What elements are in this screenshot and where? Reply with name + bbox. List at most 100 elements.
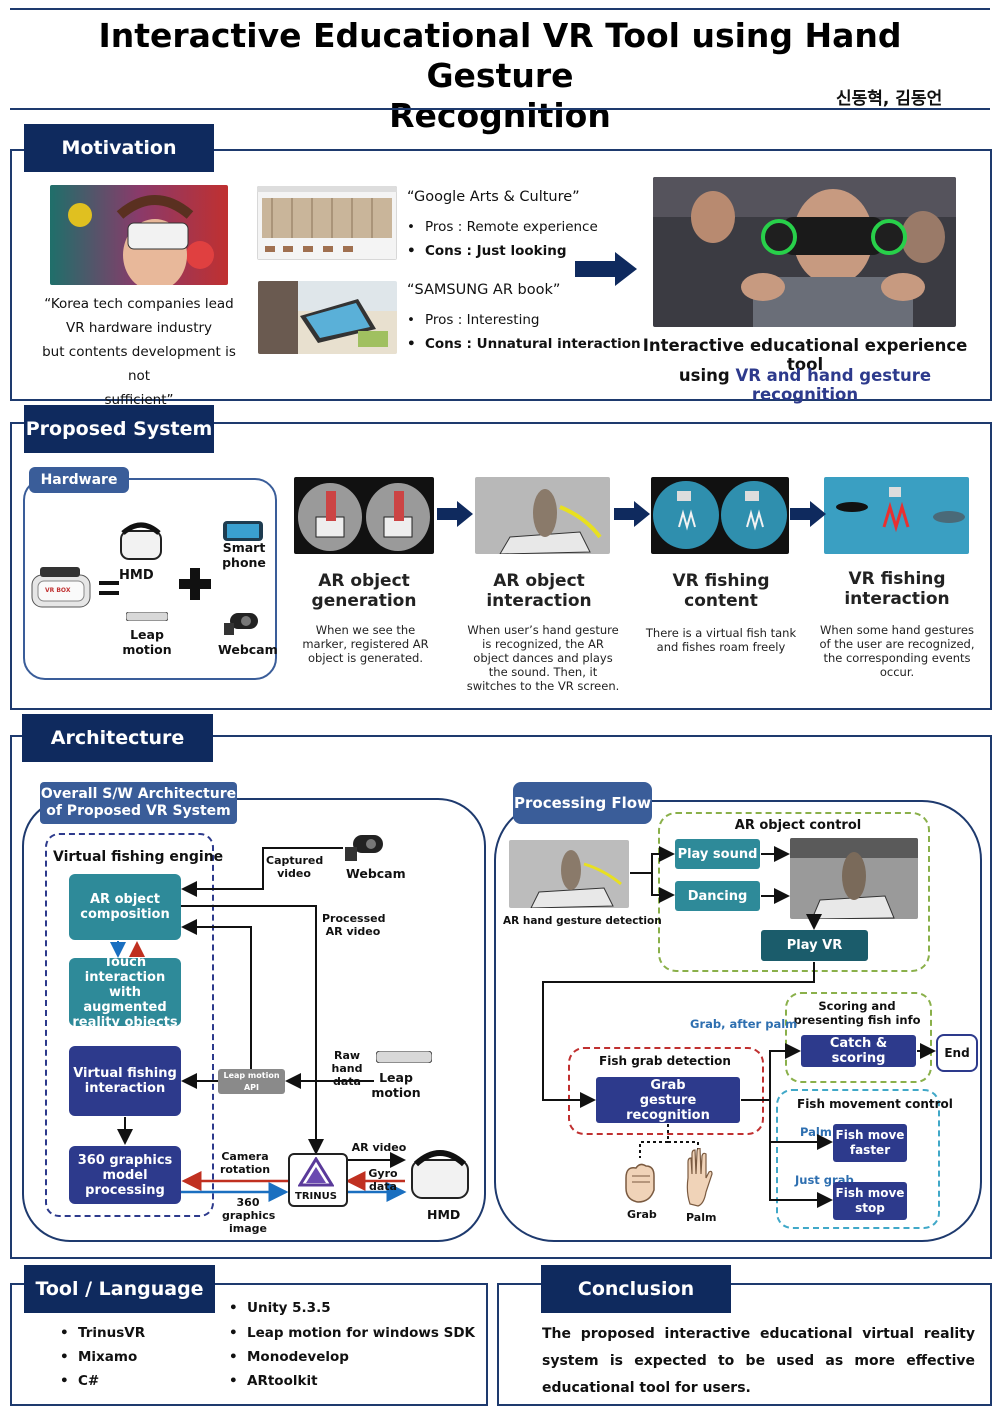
architecture-section	[10, 735, 992, 1259]
leap-motion-label: Leap motion	[122, 627, 172, 657]
tool-left-2: •C#	[60, 1373, 100, 1389]
end-box: End	[936, 1034, 978, 1072]
tool-left-1: •Mixamo	[60, 1349, 138, 1365]
tool-right-2: •Monodevelop	[229, 1349, 349, 1365]
vrbox-label: VR BOX	[45, 587, 71, 594]
samsung-cons: •Cons : Unnatural interaction	[407, 336, 641, 352]
webcam-arch-icon	[345, 835, 383, 861]
google-cons: •Cons : Just looking	[407, 243, 567, 259]
title-rule	[10, 108, 990, 110]
samsung-title: “SAMSUNG AR book”	[407, 282, 561, 298]
engine-label: Virtual fishing engine	[53, 849, 224, 865]
stage-arrow-2	[614, 501, 650, 527]
hmd-arch-label: HMD	[427, 1207, 461, 1222]
faster-box: Fish move faster	[833, 1124, 907, 1162]
equals-icon	[99, 581, 119, 595]
stage1-image	[294, 477, 434, 554]
g360-box: 360 graphics model processing	[69, 1146, 181, 1204]
stage1-desc: When we see the marker, registered AR ob…	[302, 623, 429, 665]
processing-flow-tab: Processing Flow	[513, 782, 652, 824]
tool-header: Tool / Language	[24, 1265, 215, 1313]
trinus-logo-icon	[298, 1157, 334, 1187]
hmd-arch-icon	[411, 1150, 469, 1199]
samsung-ar-book-photo	[258, 281, 397, 354]
plus-icon	[179, 568, 211, 600]
motivation-section	[10, 149, 992, 401]
top-rule	[10, 8, 990, 10]
tool-left-0: •TrinusVR	[60, 1325, 146, 1341]
proposed-section	[10, 422, 992, 710]
conclusion-header: Conclusion	[541, 1265, 731, 1313]
proposed-header: Proposed System	[24, 405, 214, 453]
stage2-image	[475, 477, 610, 554]
palm-path-label: Palm	[800, 1125, 832, 1139]
vfi-box: Virtual fishing interaction	[69, 1046, 181, 1116]
leap-motion-icon	[126, 612, 168, 621]
tool-right-3: •ARtoolkit	[229, 1373, 318, 1389]
leap-arch-icon	[376, 1051, 432, 1063]
stage4-image	[824, 477, 969, 554]
smartphone-icon	[223, 521, 263, 541]
motivation-quote: “Korea tech companies lead VR hardware i…	[42, 296, 236, 408]
leap-api-box: Leap motion API	[218, 1069, 285, 1094]
vr-demo-photo	[653, 177, 956, 327]
samsung-pros: •Pros : Interesting	[407, 312, 540, 328]
authors: 신동혁, 김동언	[836, 89, 943, 109]
grab-after-label: Grab, after palm	[690, 1017, 798, 1031]
stage-arrow-3	[790, 501, 826, 527]
tool-right-0: •Unity 5.3.5	[229, 1300, 331, 1316]
movement-label: Fish movement control	[797, 1097, 953, 1111]
detect-image	[509, 840, 629, 908]
google-arts-screenshot	[257, 186, 397, 260]
overall-arch-tab: Overall S/W Architecture of Proposed VR …	[40, 782, 237, 824]
overall-arch-panel	[22, 798, 486, 1242]
stage2-title: AR object interaction	[486, 571, 592, 611]
processing-flow-panel	[494, 800, 982, 1242]
palm-hand-icon	[686, 1148, 713, 1207]
architecture-header: Architecture	[22, 714, 213, 762]
palm-gesture-label: Palm	[686, 1211, 717, 1224]
processed-label: Processed AR video	[322, 912, 386, 938]
grab-hand-icon	[625, 1163, 655, 1203]
smartphone-label: Smart phone	[222, 540, 266, 570]
camrot-label: Camera rotation	[219, 1150, 271, 1176]
scoring-label: Scoring and presenting fish info	[793, 999, 921, 1027]
motivation-result-line2: using VR and hand gesture recognition	[678, 366, 932, 404]
ar-object-image	[790, 838, 918, 919]
dancing-box: Dancing	[675, 881, 760, 911]
stage-arrow-1	[437, 501, 473, 527]
play-vr-box: Play VR	[761, 930, 868, 961]
hardware-tab: Hardware	[29, 467, 129, 493]
stage1-title: AR object generation	[311, 571, 417, 611]
ar-control-label: AR object control	[734, 818, 862, 833]
img360-label: 360 graphics image	[222, 1196, 276, 1235]
right-arrow-icon	[575, 252, 637, 286]
grab-rec-box: Grab gesture recognition	[596, 1077, 740, 1123]
webcam-label: Webcam	[218, 642, 278, 657]
hmd-label: HMD	[119, 568, 154, 583]
poster-title: Interactive Educational VR Tool using Ha…	[98, 16, 902, 135]
catch-scoring-box: Catch & scoring	[801, 1035, 916, 1067]
trinus-label: TRINUS	[295, 1191, 337, 1202]
grab-gesture-label: Grab	[627, 1208, 657, 1221]
captured-label: Captured video	[266, 854, 324, 880]
raw-hand-label: Raw hand data	[331, 1049, 363, 1088]
stage4-desc: When some hand gestures of the user are …	[819, 623, 975, 679]
google-title: “Google Arts & Culture”	[407, 189, 580, 205]
vrbox-icon	[31, 567, 91, 608]
stage3-image	[651, 477, 789, 554]
gyro-label: Gyro data	[368, 1167, 398, 1193]
google-pros: •Pros : Remote experience	[407, 219, 598, 235]
webcam-arch-label: Webcam	[346, 866, 406, 881]
motivation-header: Motivation	[24, 124, 214, 172]
detect-label: AR hand gesture detection	[503, 915, 662, 927]
conclusion-section	[497, 1283, 992, 1406]
touch-interaction-box: Touch interaction with augmented reality…	[69, 955, 181, 1030]
grab-detect-label: Fish grab detection	[599, 1054, 731, 1068]
stage2-desc: When user’s hand gesture is recognized, …	[466, 623, 620, 693]
hmd-icon	[120, 522, 162, 560]
stage3-title: VR fishing content	[672, 571, 770, 611]
stage4-title: VR fishing interaction	[844, 569, 950, 609]
play-sound-box: Play sound	[675, 839, 760, 869]
stage3-desc: There is a virtual fish tank and fishes …	[645, 626, 797, 654]
